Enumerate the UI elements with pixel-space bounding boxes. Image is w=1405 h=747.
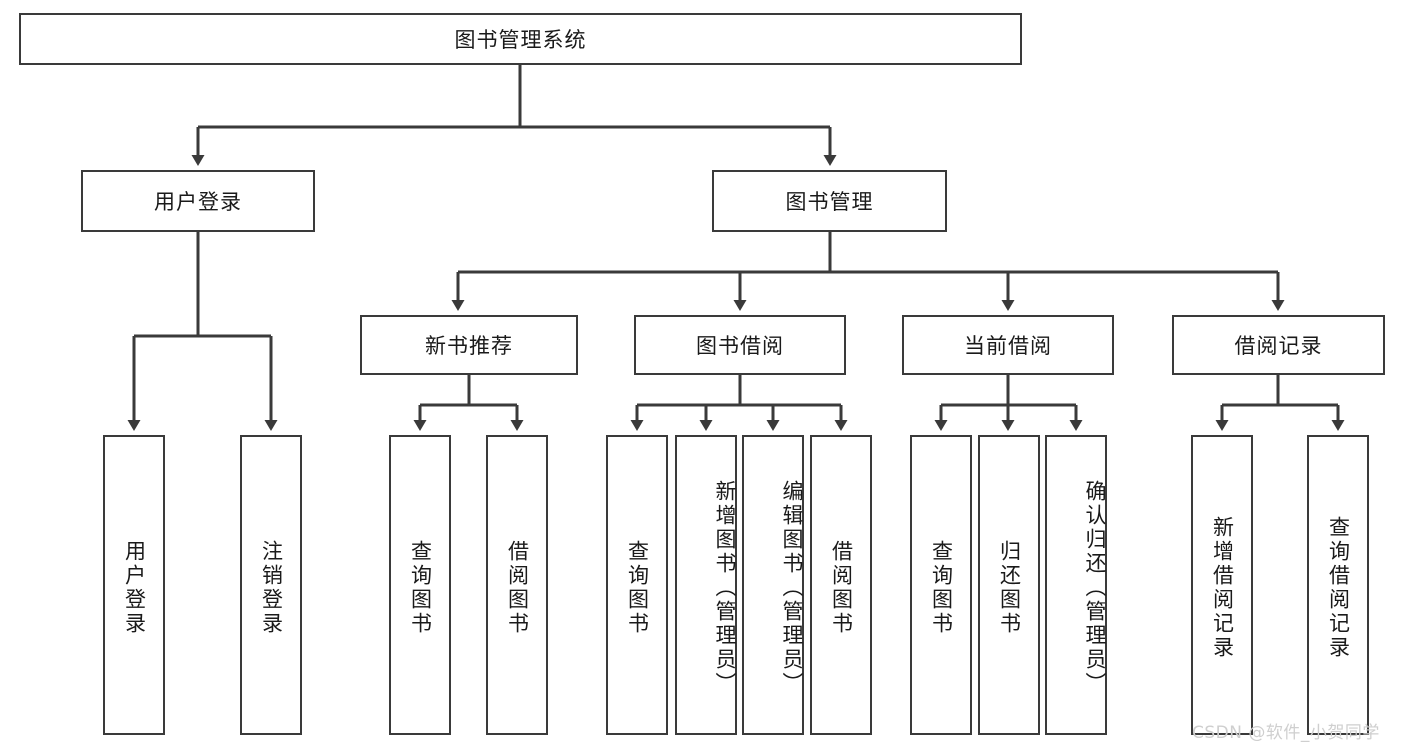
node-book-management[interactable]: 图书管理 xyxy=(712,170,947,232)
node-label: 查询借阅记录 xyxy=(1326,516,1351,660)
node-label: 图书管理 xyxy=(785,190,874,214)
node-root[interactable]: 图书管理系统 xyxy=(19,13,1022,65)
leaf-query-book-recommend[interactable]: 查询图书 xyxy=(389,435,451,735)
leaf-query-book-current[interactable]: 查询图书 xyxy=(910,435,972,735)
node-label: 借阅记录 xyxy=(1234,334,1323,358)
node-label: 归还图书 xyxy=(997,540,1022,636)
leaf-confirm-return-admin[interactable]: 确认归还（管理员） xyxy=(1045,435,1107,735)
node-user-login[interactable]: 用户登录 xyxy=(81,170,315,232)
node-label: 确认归还（管理员） xyxy=(1083,480,1107,696)
node-label: 新书推荐 xyxy=(425,334,513,358)
node-current-borrow[interactable]: 当前借阅 xyxy=(902,315,1114,375)
node-label: 注销登录 xyxy=(259,540,284,636)
node-label: 当前借阅 xyxy=(964,334,1052,358)
node-label: 图书管理系统 xyxy=(454,28,587,52)
node-new-book-recommend[interactable]: 新书推荐 xyxy=(360,315,578,375)
node-book-borrow[interactable]: 图书借阅 xyxy=(634,315,846,375)
node-label: 查询图书 xyxy=(625,540,650,636)
node-label: 用户登录 xyxy=(154,190,242,214)
leaf-add-borrow-record[interactable]: 新增借阅记录 xyxy=(1191,435,1253,735)
leaf-logout[interactable]: 注销登录 xyxy=(240,435,302,735)
node-label: 图书借阅 xyxy=(696,334,784,358)
leaf-edit-book-admin[interactable]: 编辑图书（管理员） xyxy=(742,435,804,735)
node-label: 查询图书 xyxy=(408,540,433,636)
watermark: CSDN @软件_小贺同学 xyxy=(1192,723,1380,743)
leaf-borrow-book[interactable]: 借阅图书 xyxy=(810,435,872,735)
node-label: 借阅图书 xyxy=(829,540,854,636)
node-label: 编辑图书（管理员） xyxy=(780,480,804,696)
leaf-return-book[interactable]: 归还图书 xyxy=(978,435,1040,735)
leaf-query-borrow-record[interactable]: 查询借阅记录 xyxy=(1307,435,1369,735)
leaf-user-login[interactable]: 用户登录 xyxy=(103,435,165,735)
leaf-borrow-book-recommend[interactable]: 借阅图书 xyxy=(486,435,548,735)
leaf-add-book-admin[interactable]: 新增图书（管理员） xyxy=(675,435,737,735)
leaf-query-book-borrow[interactable]: 查询图书 xyxy=(606,435,668,735)
node-label: 借阅图书 xyxy=(505,540,530,636)
node-borrow-record[interactable]: 借阅记录 xyxy=(1172,315,1385,375)
node-label: 用户登录 xyxy=(122,540,147,636)
node-label: 新增借阅记录 xyxy=(1210,516,1235,660)
node-label: 新增图书（管理员） xyxy=(713,480,737,696)
node-label: 查询图书 xyxy=(929,540,954,636)
